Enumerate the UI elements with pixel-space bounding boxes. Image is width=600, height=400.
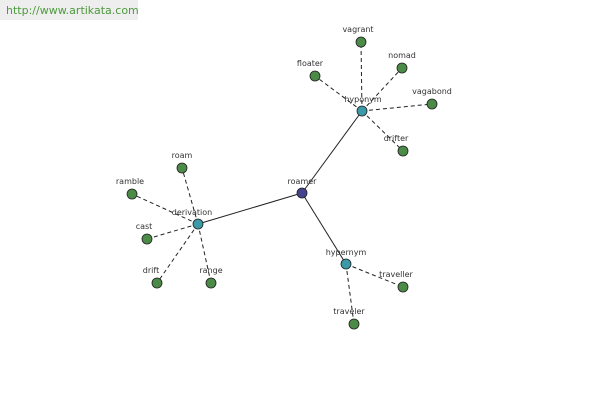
nodes: vagrant nomad floater vagabond drifter roam ra… (116, 25, 452, 330)
edge-derivation-roam (181, 167, 199, 225)
leaf-node-label: roam (172, 151, 193, 160)
leaf-node-label: drifter (384, 134, 409, 143)
edge-hypernym-traveler (345, 263, 355, 325)
node-traveler[interactable]: traveler (333, 307, 365, 330)
leaf-node-label: drift (143, 266, 159, 275)
leaf-node-marker[interactable] (151, 277, 163, 289)
relation-node-marker[interactable] (192, 218, 204, 230)
node-vagrant[interactable]: vagrant (342, 25, 374, 48)
relation-node-label: hypernym (326, 248, 367, 257)
leaf-node-label: vagabond (412, 87, 452, 96)
edge-derivation-drift (156, 223, 199, 284)
leaf-node-marker[interactable] (355, 36, 367, 48)
node-roamer[interactable]: roamer (288, 177, 318, 199)
leaf-node-label: traveler (333, 307, 365, 316)
url-banner[interactable]: http://www.artikata.com (0, 0, 139, 20)
node-ramble[interactable]: ramble (116, 177, 144, 200)
node-drift[interactable]: drift (143, 266, 163, 289)
leaf-node-label: traveller (379, 270, 413, 279)
edge-hyponym-vagabond (361, 103, 433, 112)
relation-node-marker[interactable] (340, 258, 352, 270)
edge-roamer-derivation (197, 192, 303, 225)
node-nomad[interactable]: nomad (388, 51, 416, 74)
node-derivation[interactable]: derivation (172, 208, 212, 230)
node-vagabond[interactable]: vagabond (412, 87, 452, 110)
url-link[interactable]: http://www.artikata.com (6, 4, 139, 17)
leaf-node-label: vagrant (342, 25, 373, 34)
relation-node-label: derivation (172, 208, 212, 217)
edge-hypernym-traveller (345, 263, 404, 288)
node-traveller[interactable]: traveller (379, 270, 414, 293)
leaf-node-label: cast (136, 222, 153, 231)
leaf-node-label: range (199, 266, 222, 275)
leaf-node-marker[interactable] (397, 281, 409, 293)
leaf-node-marker[interactable] (396, 62, 408, 74)
center-node-marker[interactable] (296, 187, 308, 199)
edge-derivation-ramble (131, 193, 199, 225)
leaf-node-label: floater (297, 59, 324, 68)
edge-hyponym-nomad (361, 67, 403, 112)
edges (131, 41, 433, 325)
node-roam[interactable]: roam (172, 151, 193, 174)
leaf-node-marker[interactable] (126, 188, 138, 200)
center-node-label: roamer (288, 177, 318, 186)
leaf-node-marker[interactable] (309, 70, 321, 82)
leaf-node-marker[interactable] (205, 277, 217, 289)
node-hyponym[interactable]: hyponym (344, 95, 382, 117)
edge-hyponym-vagrant (360, 41, 363, 112)
edge-roamer-hyponym (301, 110, 363, 194)
node-range[interactable]: range (199, 266, 223, 289)
edge-derivation-range (197, 223, 212, 284)
edge-hyponym-floater (314, 75, 363, 112)
leaf-node-marker[interactable] (426, 98, 438, 110)
node-hypernym[interactable]: hypernym (326, 248, 367, 270)
edge-roamer-hypernym (301, 192, 347, 265)
relation-node-label: hyponym (344, 95, 382, 104)
leaf-node-marker[interactable] (348, 318, 360, 330)
node-cast[interactable]: cast (136, 222, 153, 245)
node-drifter[interactable]: drifter (384, 134, 409, 157)
leaf-node-marker[interactable] (176, 162, 188, 174)
edge-hyponym-drifter (361, 110, 404, 152)
relation-node-marker[interactable] (356, 105, 368, 117)
leaf-node-marker[interactable] (397, 145, 409, 157)
leaf-node-label: ramble (116, 177, 144, 186)
node-floater[interactable]: floater (297, 59, 324, 82)
leaf-node-marker[interactable] (141, 233, 153, 245)
leaf-node-label: nomad (388, 51, 416, 60)
edge-derivation-cast (146, 223, 199, 240)
